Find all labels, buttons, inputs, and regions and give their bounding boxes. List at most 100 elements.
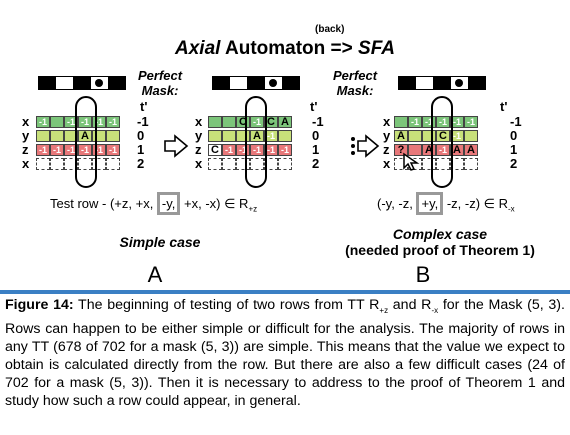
- row-label: y: [195, 128, 203, 143]
- grid-cell: [464, 130, 478, 142]
- grid-cell: -1: [222, 144, 236, 156]
- caption-text-3: for the Mask (5, 3). Rows can happen to …: [5, 297, 565, 409]
- row-label: z: [22, 142, 29, 157]
- grid-cell: [394, 116, 408, 128]
- grid-cell: -1: [36, 144, 50, 156]
- number-label: 0: [510, 128, 518, 143]
- grid-cell-c: C: [436, 130, 450, 142]
- grid-cell: [36, 158, 50, 170]
- grid-cell: -1: [50, 144, 64, 156]
- row-label: x: [195, 114, 203, 129]
- panel-letter-a: A: [147, 262, 163, 287]
- grid-cell-c: C: [208, 144, 222, 156]
- test-row-b-end: -z, -z) ∈ R: [443, 196, 508, 211]
- grid-cell: -1: [64, 144, 78, 156]
- grid-cell: -1: [450, 116, 464, 128]
- number-label: -1: [312, 114, 324, 129]
- grid-cell: [408, 144, 422, 156]
- grid-cell: [64, 130, 78, 142]
- mask-text-a: Mask:: [141, 83, 179, 98]
- grid-cell: -1: [78, 144, 92, 156]
- row-label: x: [22, 156, 30, 171]
- simple-case-label: Simple case: [119, 234, 201, 250]
- grid-cell: [278, 158, 292, 170]
- row-labels-a: x y z x: [22, 115, 29, 171]
- number-label: 2: [312, 156, 320, 171]
- grid-cell: [264, 158, 278, 170]
- grid-cell: [208, 130, 222, 142]
- number-label: 1: [312, 142, 320, 157]
- pill-outline-a2: [245, 96, 267, 188]
- grid-cell: [208, 116, 222, 128]
- title-arrow: =>: [330, 38, 353, 59]
- row-label: z: [195, 142, 202, 157]
- grid-cell: [250, 158, 264, 170]
- figure-title: Axial Automaton => SFA: [0, 38, 570, 60]
- caption-sub-2: -x: [431, 305, 439, 315]
- number-label: 0: [137, 128, 145, 143]
- caption-text-2: and R: [388, 297, 432, 313]
- grid-cell: -1: [436, 144, 450, 156]
- number-label: -1: [510, 114, 522, 129]
- grid-cell: [222, 130, 236, 142]
- grid-cell: [50, 116, 64, 128]
- row-label: y: [383, 128, 391, 143]
- mask-bar-right: [398, 76, 486, 90]
- arrow-right-icon: [164, 134, 189, 158]
- grid-cell: [408, 130, 422, 142]
- cursor-icon: [403, 152, 420, 171]
- number-label: 2: [510, 156, 518, 171]
- number-label: 1: [137, 142, 145, 157]
- figure-caption: Figure 14: The beginning of testing of t…: [5, 296, 565, 410]
- grid-cell: [450, 158, 464, 170]
- grid-cell: [78, 158, 92, 170]
- complex-case-sub: (needed proof of Theorem 1): [345, 242, 535, 258]
- grid-cell: -1: [36, 116, 50, 128]
- title-axial: Axial: [175, 38, 221, 59]
- grid-cell: [50, 158, 64, 170]
- mask-bar-mid: [212, 76, 300, 90]
- mask-bar-left: [38, 76, 126, 90]
- grid-cell-a: A: [394, 130, 408, 142]
- grid-cell: -1: [436, 116, 450, 128]
- t-prime-a: t': [140, 99, 148, 114]
- perfect-label-a: Perfect Mask:: [138, 68, 182, 98]
- pill-outline-a: [75, 96, 97, 188]
- grid-cell-a: A: [278, 116, 292, 128]
- grid-cell: [436, 158, 450, 170]
- grid-cell-question: ?: [394, 144, 408, 156]
- panel-letter-b: B: [415, 262, 431, 287]
- complex-case-label: Complex case (needed proof of Theorem 1): [320, 226, 560, 258]
- grid-cell-a: A: [78, 130, 92, 142]
- row-label: x: [383, 156, 391, 171]
- grid-cell: [36, 130, 50, 142]
- numbers-a: -1 0 1 2: [137, 115, 149, 171]
- grid-cell-a: A: [250, 130, 264, 142]
- row-label: x: [195, 156, 203, 171]
- row-label: y: [22, 128, 30, 143]
- grid-cell: [222, 158, 236, 170]
- grid-cell: [106, 130, 120, 142]
- numbers-a2: -1 0 1 2: [312, 115, 324, 171]
- grid-cell: -1: [106, 144, 120, 156]
- figure-panel: (back) Axial Automaton => SFA Perfect Ma…: [0, 24, 570, 294]
- test-row-a-highlight: -y,: [156, 192, 181, 215]
- grid-cell: [64, 158, 78, 170]
- row-labels-b: x y z x: [383, 115, 390, 171]
- grid-cell-a: A: [464, 144, 478, 156]
- pill-outline-b: [431, 96, 453, 188]
- number-label: 1: [510, 142, 518, 157]
- grid-cell-a: A: [450, 144, 464, 156]
- row-label: x: [22, 114, 30, 129]
- caption-label: Figure 14:: [5, 297, 74, 313]
- dotted-arrow-icon: [351, 134, 380, 158]
- grid-cell: [208, 158, 222, 170]
- perfect-text-b: Perfect: [333, 68, 378, 83]
- grid-cell: -1: [64, 116, 78, 128]
- grid-cell: -1: [408, 116, 422, 128]
- numbers-b: -1 0 1 2: [510, 115, 522, 171]
- number-label: 2: [137, 156, 145, 171]
- test-row-b-sub: -x: [508, 204, 515, 214]
- perfect-label-b: Perfect Mask:: [333, 68, 377, 98]
- grid-cell: -1: [464, 116, 478, 128]
